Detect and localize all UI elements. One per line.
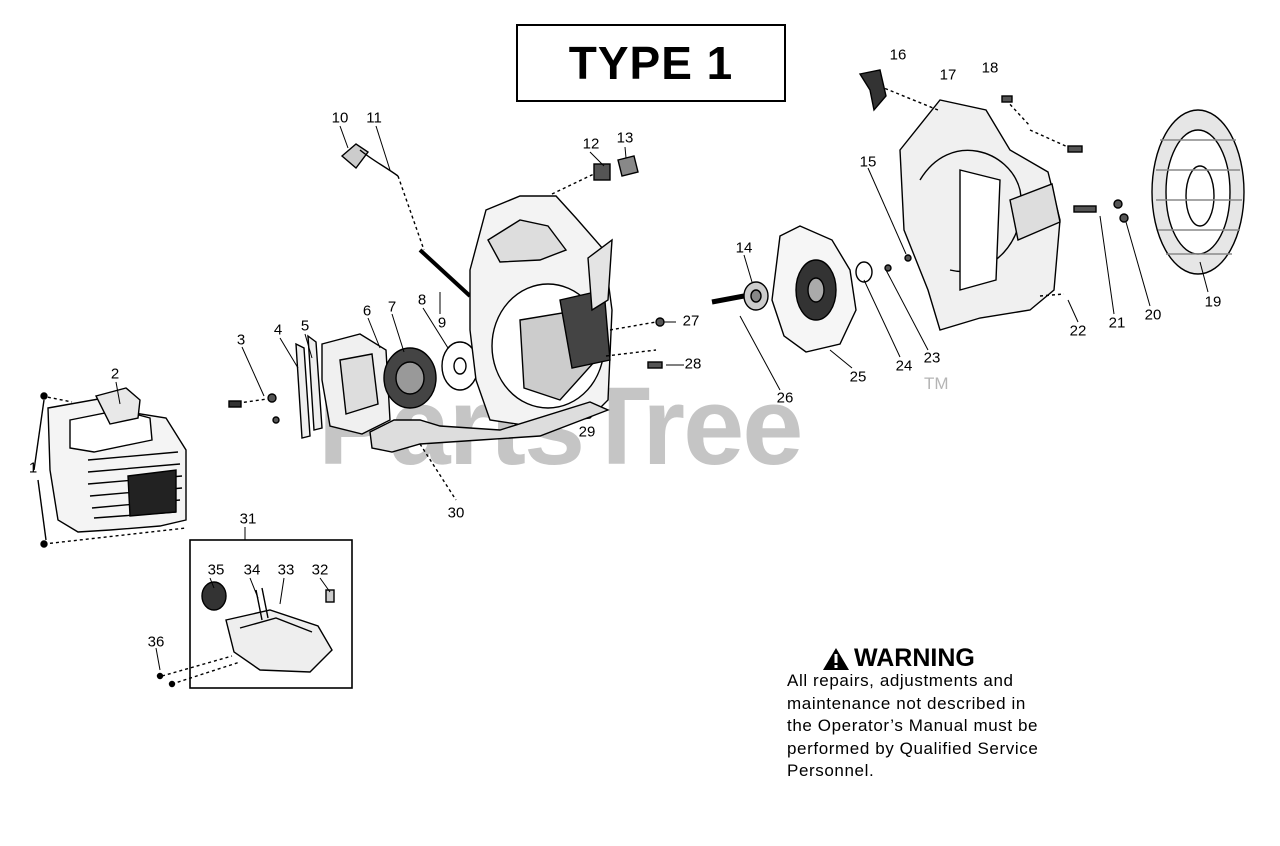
callout-17: 17 bbox=[939, 66, 957, 84]
callout-28: 28 bbox=[684, 355, 702, 373]
callout-15: 15 bbox=[859, 153, 877, 171]
callout-6: 6 bbox=[362, 302, 372, 320]
callout-10: 10 bbox=[331, 109, 349, 127]
callout-8: 8 bbox=[417, 291, 427, 309]
impeller-part bbox=[771, 225, 892, 353]
callout-1: 1 bbox=[28, 459, 38, 477]
callout-35: 35 bbox=[207, 561, 225, 579]
screws-and-plates bbox=[228, 334, 323, 439]
volute-housing bbox=[858, 69, 1097, 331]
callout-13: 13 bbox=[616, 129, 634, 147]
callout-3: 3 bbox=[236, 331, 246, 349]
warning-heading: WARNING bbox=[822, 644, 975, 673]
watermark-tm: TM bbox=[924, 374, 949, 393]
warning-title: WARNING bbox=[854, 644, 975, 672]
callout-22: 22 bbox=[1069, 322, 1087, 340]
starter-assembly bbox=[321, 333, 479, 435]
callout-7: 7 bbox=[387, 298, 397, 316]
callout-21: 21 bbox=[1108, 314, 1126, 332]
intake-guard bbox=[1113, 109, 1245, 275]
warning-icon bbox=[823, 647, 849, 670]
type-title: TYPE 1 bbox=[568, 37, 734, 89]
callout-29: 29 bbox=[578, 423, 596, 441]
switch-wire bbox=[340, 143, 472, 298]
callout-18: 18 bbox=[981, 59, 999, 77]
callout-2: 2 bbox=[110, 365, 120, 383]
callout-26: 26 bbox=[776, 389, 794, 407]
callout-27: 27 bbox=[682, 312, 700, 330]
callout-11: 11 bbox=[366, 109, 382, 127]
inset-box bbox=[156, 539, 353, 689]
type-title-box: TYPE 1 bbox=[516, 24, 786, 102]
callout-14: 14 bbox=[735, 239, 753, 257]
leader-lines bbox=[115, 125, 1209, 671]
callout-30: 30 bbox=[447, 504, 465, 522]
callout-34: 34 bbox=[243, 561, 261, 579]
callout-36: 36 bbox=[147, 633, 165, 651]
warning-text: All repairs, adjustments and maintenance… bbox=[787, 671, 1039, 780]
callout-25: 25 bbox=[849, 368, 867, 386]
handle-part bbox=[369, 401, 610, 501]
callout-20: 20 bbox=[1144, 306, 1162, 324]
callout-33: 33 bbox=[277, 561, 295, 579]
callout-12: 12 bbox=[582, 135, 600, 153]
callout-19: 19 bbox=[1204, 293, 1222, 311]
callout-23: 23 bbox=[923, 349, 941, 367]
callout-24: 24 bbox=[895, 357, 913, 375]
callout-16: 16 bbox=[889, 46, 907, 64]
main-housing bbox=[469, 155, 665, 427]
callout-32: 32 bbox=[311, 561, 329, 579]
callout-5: 5 bbox=[300, 317, 310, 335]
rear-shroud-part bbox=[33, 387, 187, 548]
callout-31: 31 bbox=[239, 510, 257, 528]
callout-9: 9 bbox=[437, 314, 447, 332]
shaft-and-spacer bbox=[711, 281, 769, 311]
callout-4: 4 bbox=[273, 321, 283, 339]
